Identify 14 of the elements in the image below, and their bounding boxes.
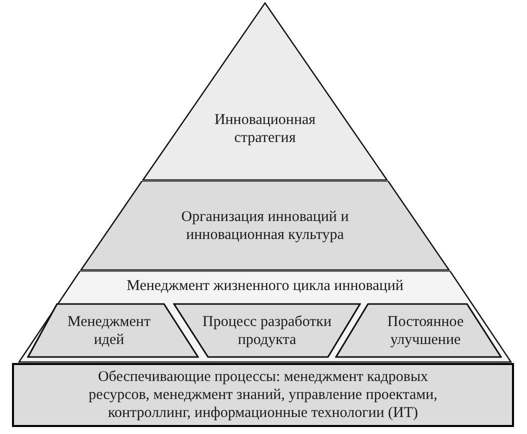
pyramid-tier bbox=[80, 181, 450, 271]
tier-label: Менеджмент жизненного цикла инноваций bbox=[126, 277, 404, 295]
trapezoid-box bbox=[335, 303, 502, 358]
tier-label: Обеспечивающие процессы: менеджмент кадровых ресурсов, менеджмент знаний, управление проектами, контроллинг, информационные технологии (ИТ) bbox=[88, 368, 438, 422]
trapezoid-box bbox=[173, 303, 361, 358]
tier-label: Менеджмент идей bbox=[66, 312, 152, 348]
tier-label: Постоянное улучшение bbox=[386, 312, 465, 348]
tier-label: Процесс разработки продукта bbox=[201, 312, 332, 348]
base-box bbox=[12, 363, 514, 427]
trapezoid-box bbox=[27, 303, 199, 358]
pyramid-apex bbox=[142, 2, 388, 181]
tier-label: Организация инноваций и инновационная культура bbox=[180, 208, 350, 244]
pyramid-tier bbox=[18, 271, 512, 363]
tier-label: Инновационная стратегия bbox=[213, 111, 317, 147]
